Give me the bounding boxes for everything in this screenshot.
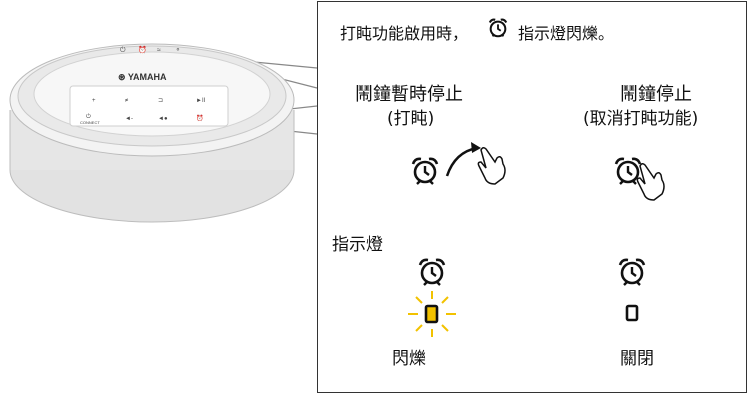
alarm-clock-icon [411, 157, 439, 185]
press-hold-hand-icon [636, 162, 665, 201]
header-text-before: 打盹功能啟用時， [340, 24, 469, 43]
svg-text:≠: ≠ [125, 98, 129, 104]
svg-text:◄-: ◄- [125, 116, 133, 122]
blinking-indicator [408, 258, 456, 337]
stop-subtitle: (取消打盹功能) [583, 109, 699, 129]
svg-text:⊐: ⊐ [158, 98, 163, 104]
blinking-label: 閃爍 [392, 349, 426, 369]
svg-text:≈: ≈ [157, 47, 161, 54]
off-indicator [618, 258, 646, 322]
callout-panel [317, 1, 747, 393]
header-text-after: 指示燈閃爍。 [518, 24, 615, 43]
snooze-gesture [411, 142, 506, 185]
snooze-title: 鬧鐘暫時停止 [355, 84, 463, 105]
stop-gesture [614, 157, 665, 201]
top-status-icons: ⏻ ⏰ ≈ ⚬ [120, 45, 181, 54]
svg-text:CONNECT: CONNECT [80, 120, 100, 125]
svg-text:⏻: ⏻ [120, 46, 126, 54]
unlit-led [625, 304, 639, 322]
alarm-clock-icon [418, 258, 446, 286]
control-panel [69, 85, 229, 127]
alarm-clock-icon [488, 18, 508, 38]
lit-led [424, 304, 439, 324]
alarm-clock-icon [614, 157, 642, 185]
stop-title: 鬧鐘停止 [620, 84, 692, 105]
off-label: 關閉 [620, 349, 654, 369]
indicator-label: 指示燈 [332, 235, 383, 255]
glow-rays [408, 291, 456, 337]
svg-text:⏰: ⏰ [196, 114, 203, 122]
svg-text:◄●: ◄● [158, 116, 168, 122]
svg-text:+: + [92, 98, 96, 104]
tap-hand-icon [477, 146, 506, 185]
svg-text:⏻: ⏻ [86, 113, 91, 120]
alarm-clock-icon [618, 258, 646, 286]
svg-text:⚬: ⚬ [175, 47, 181, 54]
svg-text:►II: ►II [196, 98, 206, 104]
control-buttons: + ≠ ⊐ ►II ⏻ CONNECT ◄- ◄● ⏰ [80, 98, 206, 125]
brand-logo: ⊛ YAMAHA [118, 72, 167, 82]
svg-text:⏰: ⏰ [138, 45, 147, 54]
snooze-subtitle: (打盹) [387, 109, 435, 129]
